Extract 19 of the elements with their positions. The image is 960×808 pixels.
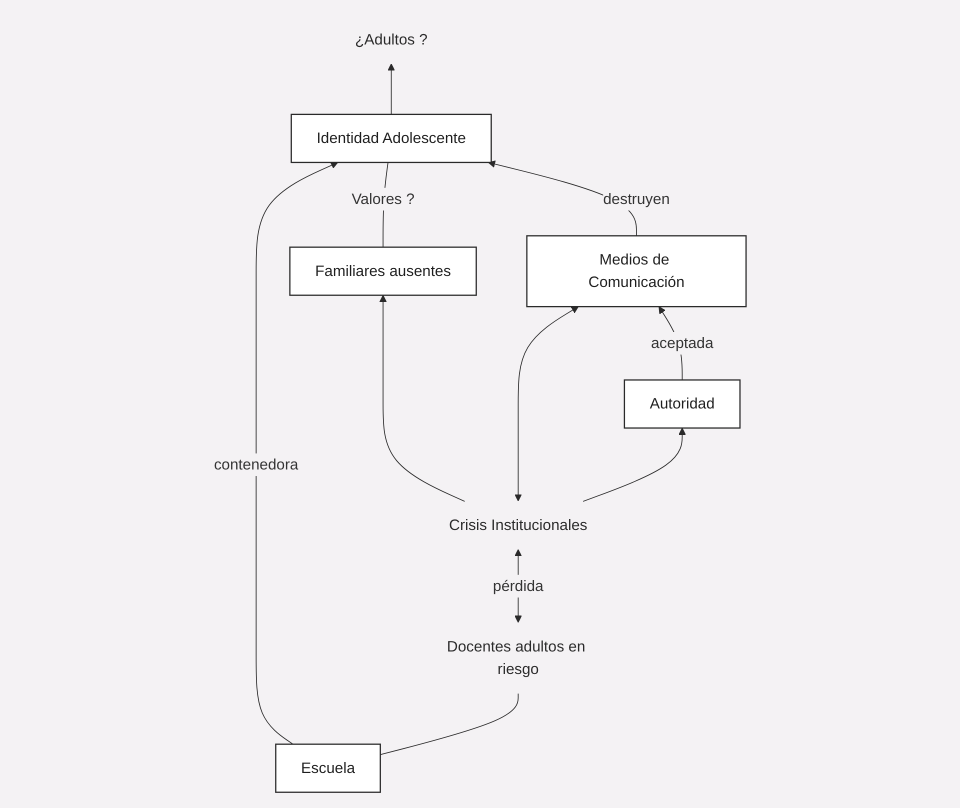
edge-label: destruyen bbox=[603, 190, 670, 208]
node-box: Familiares ausentes bbox=[289, 246, 477, 296]
node-text: Crisis Institucionales bbox=[449, 516, 588, 534]
arrow bbox=[388, 63, 395, 115]
edge-label: aceptada bbox=[650, 334, 714, 352]
arrow bbox=[582, 428, 686, 502]
node-box: Medios de Comunicación bbox=[526, 235, 747, 308]
arrow bbox=[379, 294, 466, 502]
node-box: Escuela bbox=[275, 744, 381, 793]
edge-label: Valores ? bbox=[352, 190, 415, 208]
node-box: Identidad Adolescente bbox=[290, 114, 492, 164]
edge-label: pérdida bbox=[492, 577, 544, 594]
node-text: ¿Adultos ? bbox=[354, 30, 428, 48]
node-text: Docentes adultos en riesgo bbox=[446, 638, 586, 678]
node-box: Autoridad bbox=[624, 379, 741, 429]
arrow bbox=[256, 162, 338, 745]
connector bbox=[380, 693, 519, 756]
edge-label: contenedora bbox=[214, 456, 298, 473]
arrow bbox=[514, 306, 579, 502]
